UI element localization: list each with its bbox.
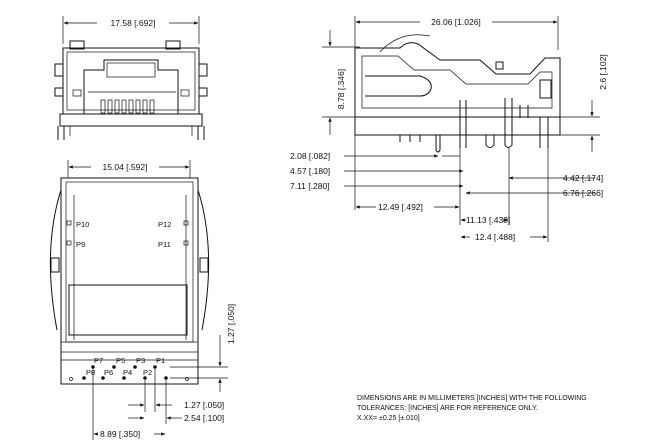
dim-11-13: 11.13 [.438] (466, 215, 510, 225)
bottom-width-dim: 15.04 [.592] (103, 162, 148, 172)
pitch-dim: 1.27 [.050] (184, 400, 224, 410)
dim-12-49: 12.49 [.492] (378, 202, 423, 212)
front-width-dim: 17.58 [.692] (111, 18, 156, 28)
side-dim-left-1: 4.57 [.180] (290, 166, 330, 176)
note-line-1: DIMENSIONS ARE IN MILLIMETERS [INCHES] W… (357, 395, 587, 402)
pin-label-p3: P3 (136, 356, 145, 365)
tail-dim: 2.6 [.102] (598, 54, 608, 89)
pin-label-p5: P5 (116, 356, 125, 365)
span-dim: 8.89 [.350] (100, 429, 140, 439)
side-dim-left-2: 7.11 [.280] (290, 181, 330, 191)
pin-label-p8: P8 (86, 368, 95, 377)
pin-label-p2: P2 (143, 368, 152, 377)
side-dim-right-1: 6.76 [.266] (563, 188, 603, 198)
pin-label-p1: P1 (156, 356, 165, 365)
pin-label-p4: P4 (123, 368, 132, 377)
side-view: 26.06 [1.026] 8.78 [.346] (290, 16, 608, 243)
side-dim-left-0: 2.08 [.082] (290, 151, 330, 161)
pin-label-p12: P12 (158, 220, 171, 229)
pin-label-p9: P9 (76, 240, 85, 249)
note-line-3: X.XX= ±0.25 [±.010] (357, 415, 420, 422)
note-line-2: TOLERANCES: [INCHES] ARE FOR REFERENCE O… (357, 405, 538, 412)
tolerance-note: DIMENSIONS ARE IN MILLIMETERS [INCHES] W… (357, 395, 587, 422)
bottom-view: 15.04 [.592] P10 P9 P12 P11 P7 P5 P3 P1 (49, 160, 236, 440)
pin-label-p7: P7 (94, 356, 103, 365)
dim-12-4: 12.4 [.488] (475, 232, 515, 242)
front-view: 17.58 [.692] (54, 16, 208, 140)
side-dim-right-0: 4.42 [.174] (563, 173, 603, 183)
length-dim: 26.06 [1.026] (431, 17, 481, 27)
pin-label-p6: P6 (104, 368, 113, 377)
row-pitch-dim: 2.54 [.100] (184, 413, 224, 423)
height-dim: 8.78 [.346] (336, 69, 346, 109)
row-offset-dim: 1.27 [.050] (226, 304, 236, 344)
pin-label-p11: P11 (158, 240, 171, 249)
pin-label-p10: P10 (76, 220, 89, 229)
